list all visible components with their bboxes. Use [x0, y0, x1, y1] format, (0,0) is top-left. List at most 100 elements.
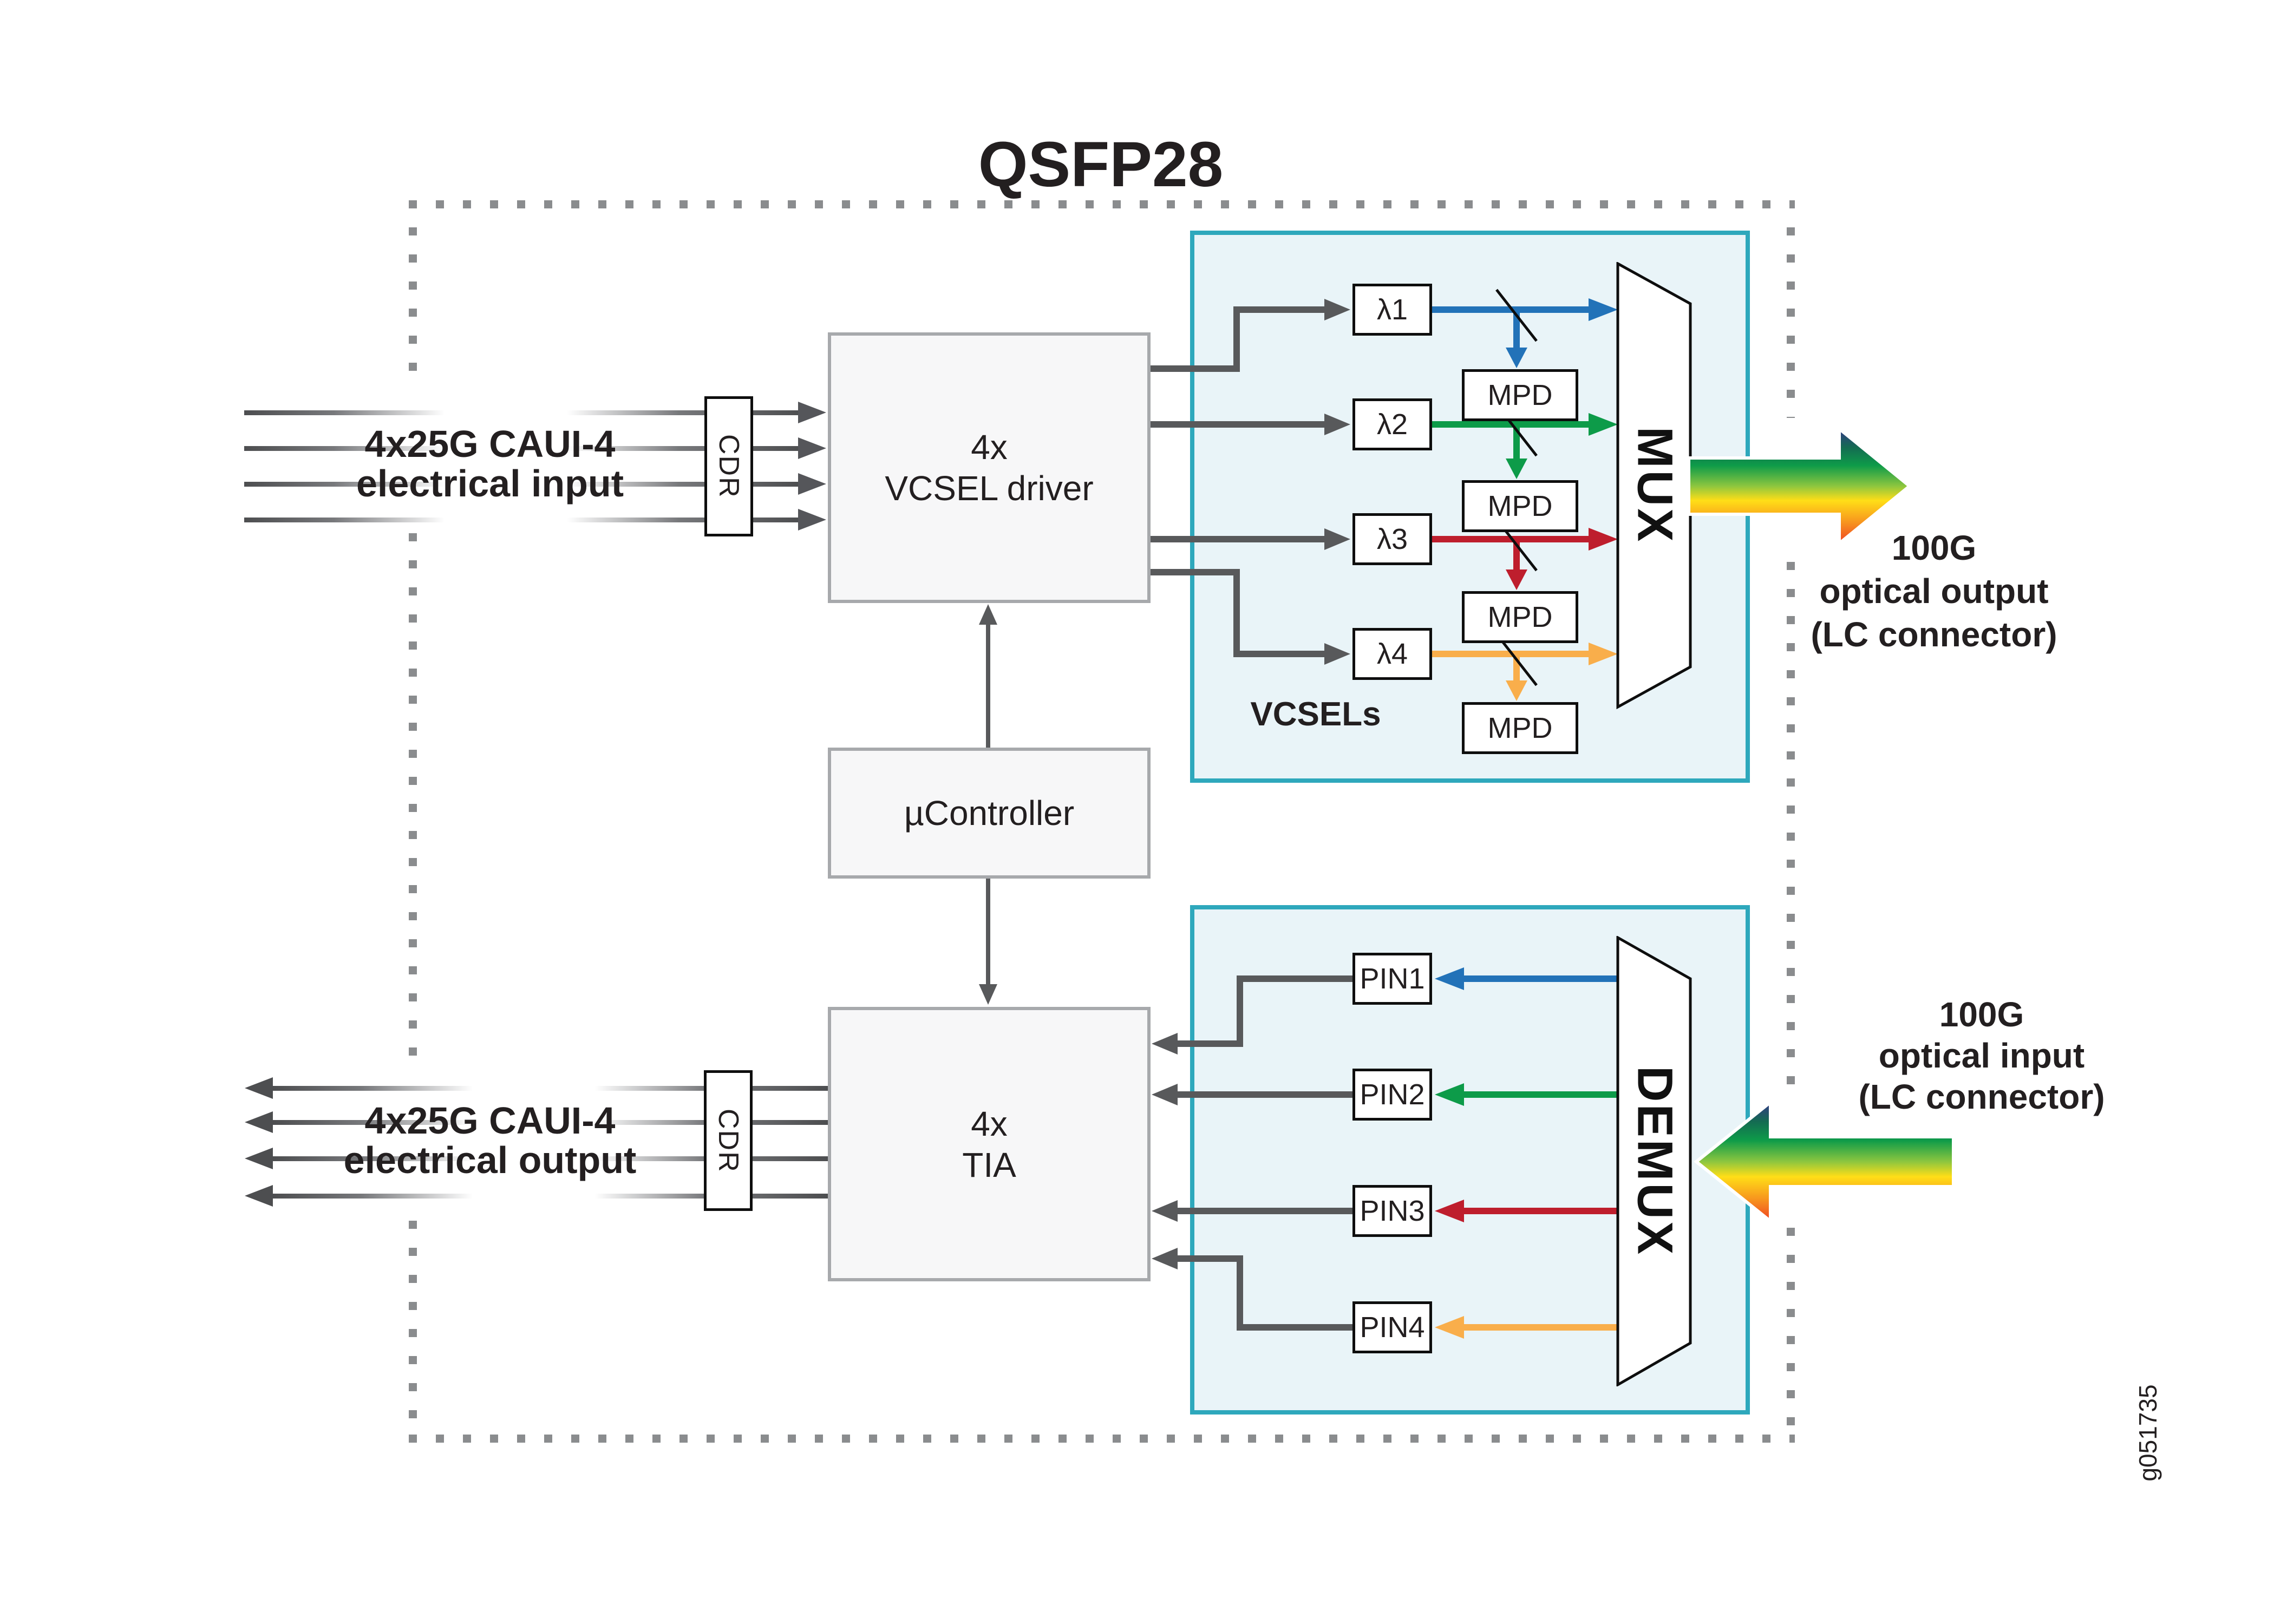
laser-label: λ2 — [1376, 408, 1408, 441]
rx-connector — [1178, 1091, 1352, 1098]
tx-connector — [1151, 569, 1240, 575]
module-boundary-top — [409, 200, 1795, 208]
electrical-output-label: 4x25G CAUI-4 electrical output — [219, 1101, 761, 1180]
module-boundary-left — [409, 227, 417, 387]
laser-label: λ1 — [1376, 293, 1408, 326]
rx-connector — [1237, 975, 1352, 982]
arrow-right-icon — [798, 437, 826, 459]
mux-label: MUX — [1627, 426, 1683, 544]
demux-label: DEMUX — [1627, 1065, 1683, 1257]
arrow-left-icon — [1152, 1033, 1178, 1055]
arrow-left-icon — [1435, 967, 1464, 990]
mpd-tap-line — [1513, 313, 1520, 350]
arrow-down-icon — [1506, 459, 1527, 479]
module-boundary-right — [1787, 1228, 1795, 1435]
electrical-input-label-line2: electrical input — [356, 462, 624, 505]
laser-box-4: λ4 — [1352, 628, 1432, 680]
arrow-right-icon — [798, 402, 826, 423]
electrical-output-lane — [273, 1086, 828, 1091]
electrical-output-label-line2: electrical output — [343, 1139, 637, 1181]
tx-connector — [1151, 421, 1325, 428]
vcsel-driver-label-line2: VCSEL driver — [885, 469, 1094, 508]
tia-block: 4x TIA — [828, 1007, 1151, 1281]
mpd-label: MPD — [1487, 601, 1553, 633]
arrow-right-icon — [1589, 413, 1618, 436]
rx-lane-1 — [1463, 975, 1618, 982]
laser-box-2: λ2 — [1352, 398, 1432, 450]
rx-lane-3 — [1463, 1208, 1618, 1214]
mpd-box-2: MPD — [1462, 480, 1578, 532]
arrow-left-icon — [1435, 1316, 1464, 1339]
arrow-down-icon — [1506, 680, 1527, 701]
arrow-right-icon — [1589, 643, 1618, 665]
module-boundary-left — [409, 1221, 417, 1435]
arrow-right-icon — [1324, 643, 1350, 665]
mux-shape — [1616, 262, 1692, 709]
laser-box-1: λ1 — [1352, 284, 1432, 336]
mpd-box-1: MPD — [1462, 369, 1578, 421]
arrow-right-icon — [798, 509, 826, 531]
rx-connector — [1178, 1040, 1243, 1047]
electrical-output-lane — [273, 1156, 828, 1161]
arrow-down-icon — [1506, 569, 1527, 590]
vcsel-driver-label-line1: 4x — [971, 428, 1008, 467]
pin-box-2: PIN2 — [1352, 1069, 1432, 1121]
mpd-box-3: MPD — [1462, 591, 1578, 643]
arrow-left-icon — [1152, 1084, 1178, 1105]
tia-label-line1: 4x — [971, 1104, 1008, 1143]
tx-connector — [1151, 536, 1325, 542]
mpd-label: MPD — [1487, 490, 1553, 522]
rx-connector — [1237, 1324, 1352, 1331]
vcsels-section-label: VCSELs — [1250, 696, 1381, 733]
pin-label: PIN2 — [1360, 1078, 1425, 1111]
optical-input-arrow-icon — [1694, 1099, 1955, 1224]
optical-output-label: 100G optical output (LC connector) — [1799, 526, 2069, 656]
pin-label: PIN4 — [1360, 1311, 1425, 1344]
tia-label-line2: TIA — [962, 1145, 1016, 1184]
electrical-output-lane — [273, 1120, 828, 1125]
mpd-box-4: MPD — [1462, 702, 1578, 754]
control-link-up — [986, 623, 990, 748]
rx-connector — [1178, 1255, 1243, 1262]
tx-connector — [1233, 306, 1240, 372]
tx-connector — [1151, 365, 1240, 372]
rx-lane-4 — [1463, 1324, 1618, 1331]
rx-connector — [1237, 975, 1243, 1047]
mpd-label: MPD — [1487, 712, 1553, 744]
electrical-output-label-line1: 4x25G CAUI-4 — [364, 1099, 616, 1142]
rx-lane-2 — [1463, 1091, 1618, 1098]
module-boundary-right — [1787, 227, 1795, 418]
arrow-down-icon — [1506, 348, 1527, 368]
demux-shape — [1616, 936, 1692, 1386]
diagram-title: QSFP28 — [978, 129, 1224, 200]
arrow-left-icon — [245, 1111, 273, 1133]
module-boundary-right — [1787, 562, 1795, 1095]
cdr-bottom-block: CDR — [704, 1070, 753, 1211]
optical-output-label-line2: optical output — [1819, 572, 2049, 611]
arrow-up-icon — [979, 604, 997, 625]
arrow-right-icon — [1589, 298, 1618, 321]
electrical-input-lane — [244, 446, 801, 451]
electrical-input-label-line1: 4x25G CAUI-4 — [364, 423, 616, 465]
arrow-right-icon — [798, 473, 826, 495]
optical-output-label-line3: (LC connector) — [1811, 615, 2057, 654]
electrical-input-lane — [244, 518, 801, 522]
arrow-right-icon — [1324, 299, 1350, 320]
pin-label: PIN3 — [1360, 1195, 1425, 1227]
optical-output-arrow-icon — [1689, 425, 1912, 547]
module-boundary-left — [409, 533, 417, 1069]
electrical-output-lane — [273, 1194, 828, 1199]
optical-input-label-line1: 100G — [1939, 995, 2024, 1034]
arrow-left-icon — [245, 1077, 273, 1099]
vcsel-driver-block: 4x VCSEL driver — [828, 332, 1151, 603]
pin-box-3: PIN3 — [1352, 1185, 1432, 1237]
arrow-left-icon — [1435, 1083, 1464, 1106]
laser-label: λ3 — [1376, 523, 1408, 555]
cdr-top-label: CDR — [713, 434, 744, 499]
laser-box-3: λ3 — [1352, 513, 1432, 565]
tx-connector — [1233, 306, 1325, 313]
arrow-left-icon — [245, 1148, 273, 1169]
cdr-bottom-label: CDR — [713, 1108, 744, 1173]
rx-connector — [1237, 1255, 1243, 1331]
